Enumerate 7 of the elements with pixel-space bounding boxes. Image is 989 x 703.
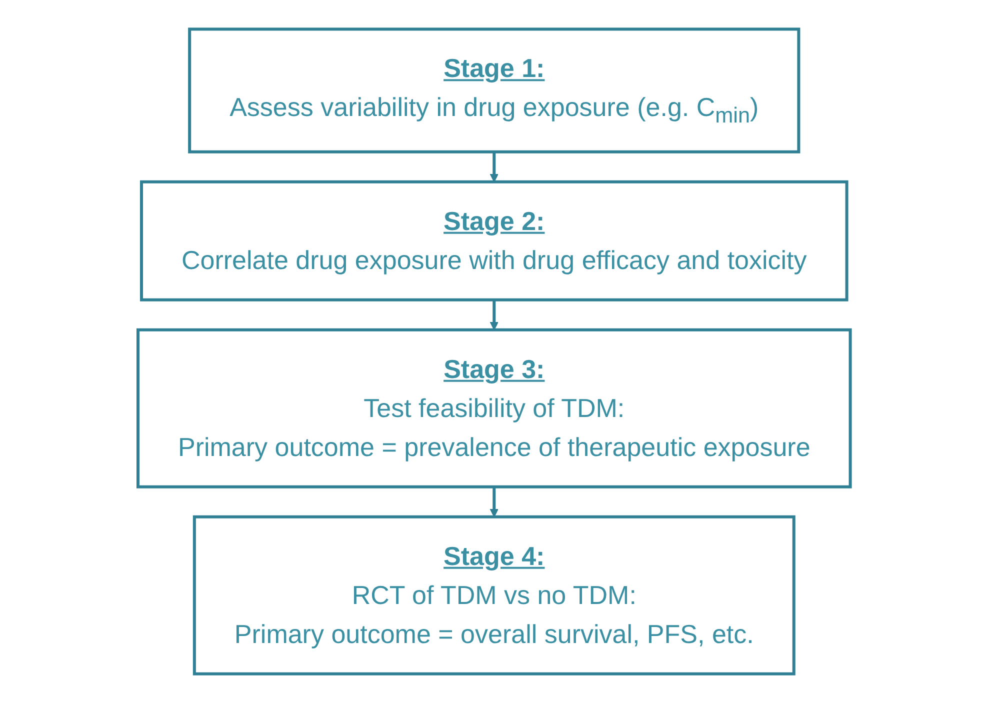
- node-box: [188, 28, 801, 154]
- node-box: [193, 515, 796, 676]
- node-box: [140, 180, 849, 302]
- node-box: [136, 328, 852, 488]
- arrow: [490, 486, 499, 518]
- arrow: [490, 300, 499, 330]
- arrow: [490, 152, 499, 182]
